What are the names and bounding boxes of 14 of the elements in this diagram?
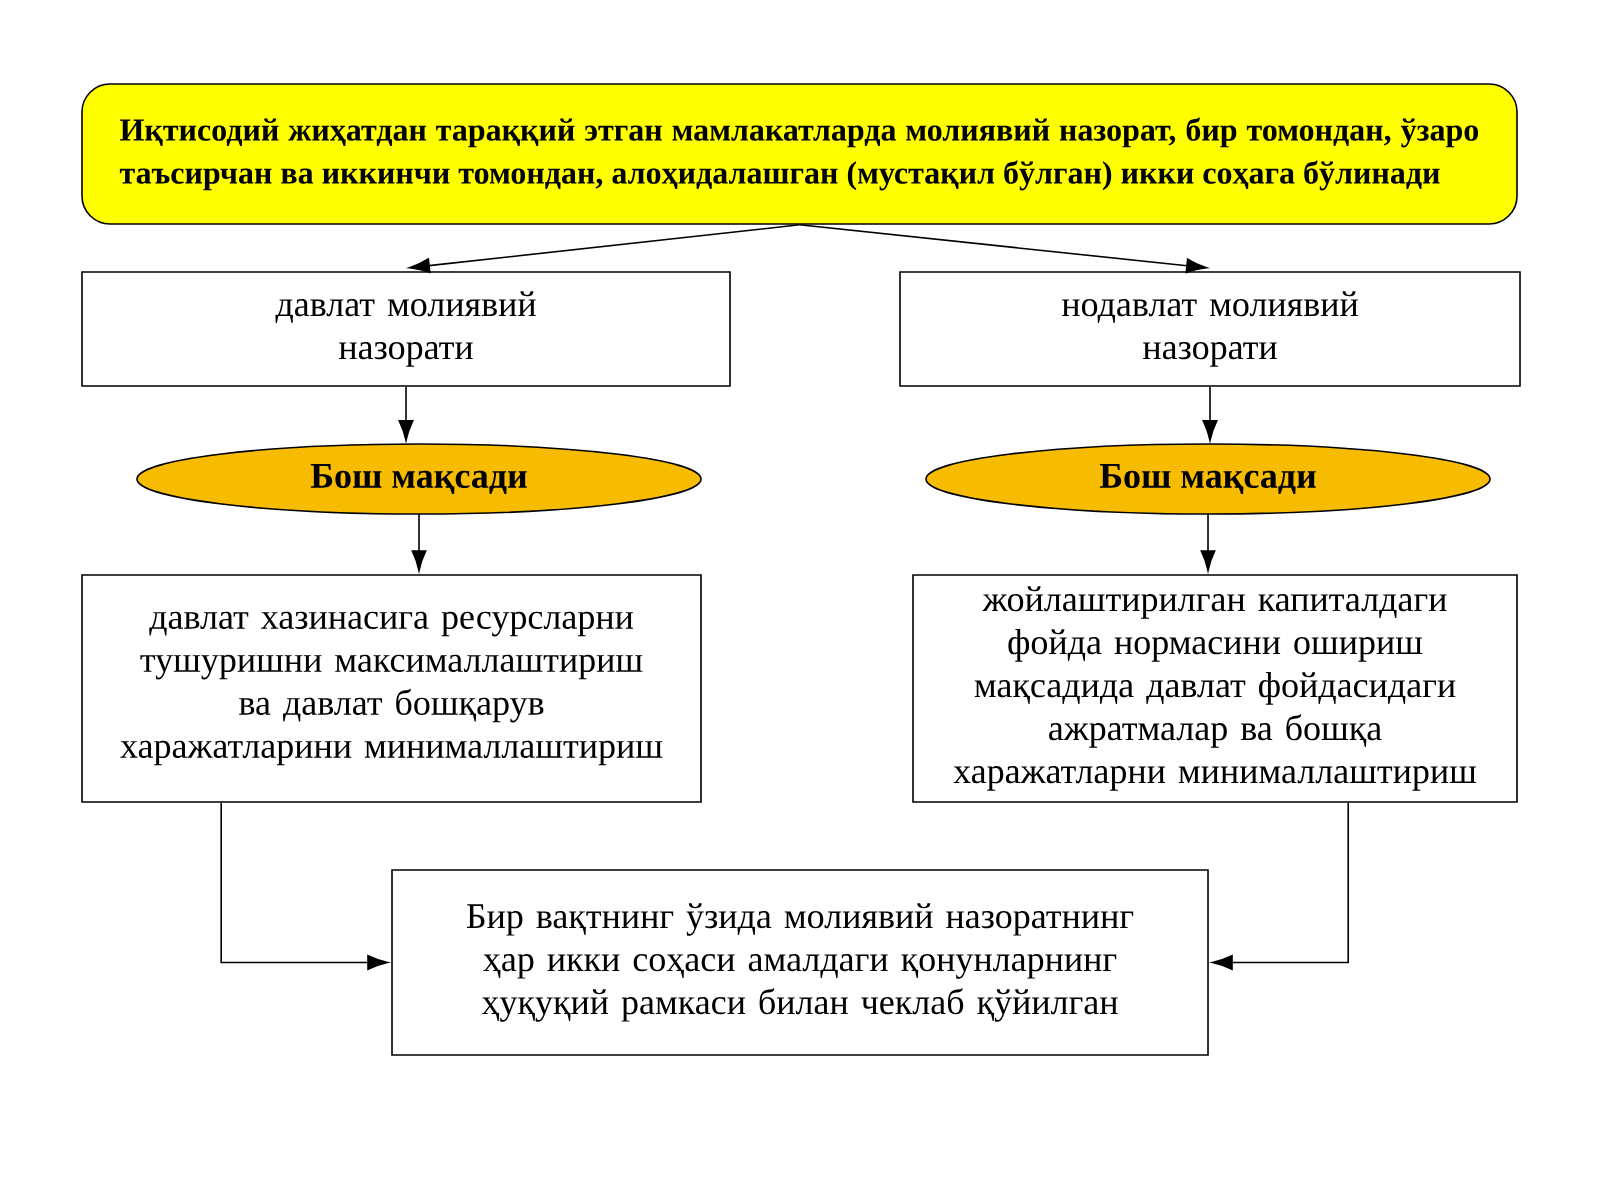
arrow bbox=[220, 802, 389, 970]
arrow bbox=[398, 386, 414, 442]
arrow bbox=[1211, 802, 1349, 970]
process-box: жойлаштирилган капиталдаги фойда нормасини ошириш мақсадида давлат фойдасидаги ажратмалар ва бошқа харажатларни минималлаштириш bbox=[912, 574, 1518, 803]
arrow bbox=[411, 513, 427, 572]
arrow bbox=[408, 224, 801, 274]
process-box: давлат молиявий назорати bbox=[81, 271, 731, 387]
process-box: Бир вақтнинг ўзида молиявий назоратнинг ҳар икки соҳаси амалдаги қонунларнинг ҳуқуқий рамкаси билан чеклаб қўйилган bbox=[391, 869, 1209, 1056]
title-box: Иқтисодий жиҳатдан тараққий этган мамлакатларда молиявий назорат, бир томондан, ўзаро таъсирчан ва иккинчи томондан, алоҳидалашган (мустақил бўлган) икки соҳага бўлинади bbox=[81, 83, 1518, 225]
arrow bbox=[798, 224, 1208, 274]
arrow bbox=[1202, 386, 1218, 442]
process-box: нодавлат молиявий назорати bbox=[899, 271, 1521, 387]
arrow bbox=[1200, 513, 1216, 572]
process-box: давлат хазинасига ресурсларни тушуришни максималлаштириш ва давлат бошқарув харажатларини минималлаштириш bbox=[81, 574, 702, 803]
